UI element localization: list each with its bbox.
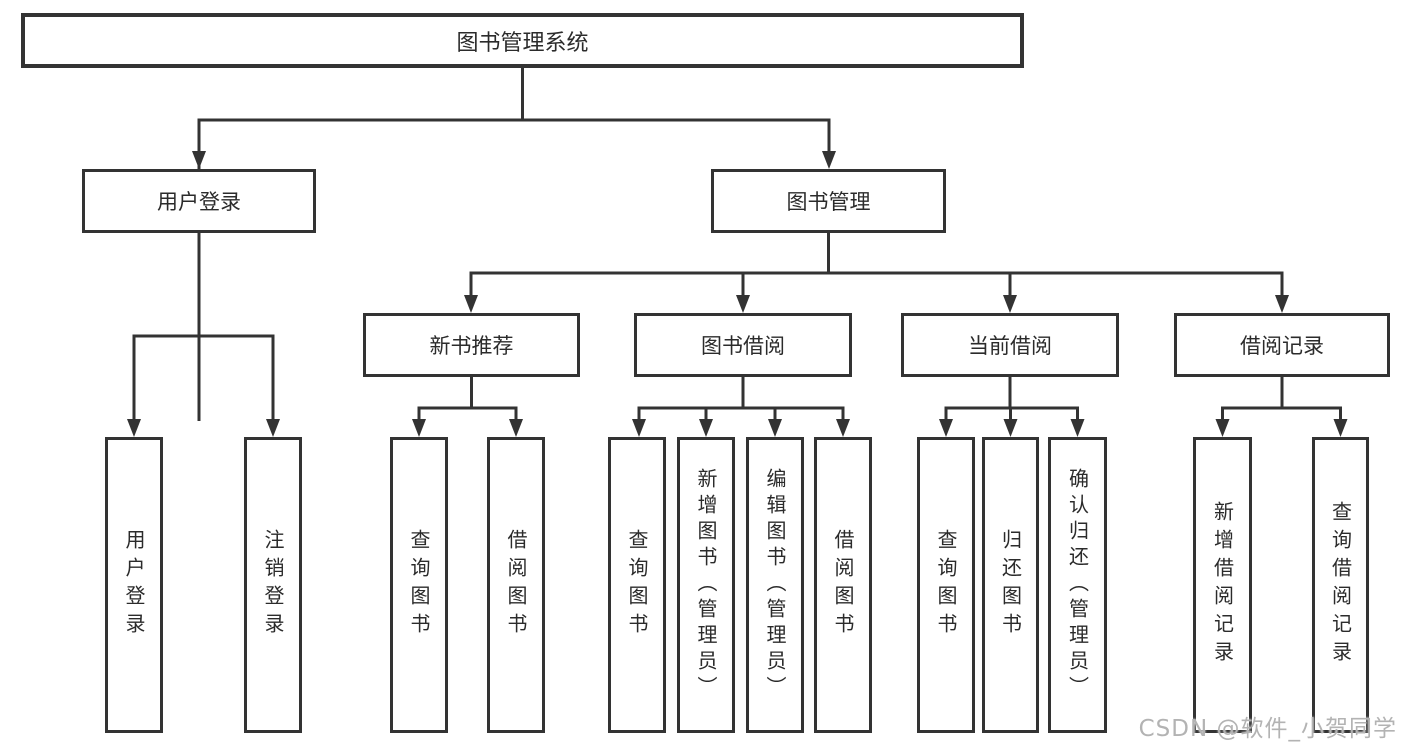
leaf-query-borrow-record: 查询借阅记录 (1312, 437, 1369, 733)
arrow-book-borrow-box (736, 295, 750, 313)
arrow-leaf-borrow2 (836, 419, 850, 437)
arrow-current-borrow-box (1003, 295, 1017, 313)
arrow-leaf-add-record (1215, 419, 1230, 437)
leaf-borrow-books-2: 借阅图书 (814, 437, 872, 733)
arrow-leaf-query1 (412, 419, 426, 437)
node-new-book-rec: 新书推荐 (363, 313, 580, 377)
leaf-confirm-return-admin-label: 确认归还（管理员） (1065, 468, 1090, 702)
arrow-leaf-return (1003, 419, 1018, 437)
node-current-borrow: 当前借阅 (901, 313, 1119, 377)
leaf-query-books-1: 查询图书 (390, 437, 448, 733)
node-root-label: 图书管理系统 (456, 30, 589, 56)
arrow-book-mgmt-box (822, 151, 836, 169)
node-book-borrow-label: 图书借阅 (701, 334, 785, 358)
leaf-query-books-3-label: 查询图书 (934, 529, 958, 641)
leaf-return-books-label: 归还图书 (998, 529, 1023, 641)
arrow-user-login-box (192, 151, 206, 169)
node-current-borrow-label: 当前借阅 (968, 334, 1052, 358)
arrow-leaf-edit-book (768, 419, 782, 437)
leaf-query-borrow-record-label: 查询借阅记录 (1328, 501, 1353, 669)
arrow-new-book-box (464, 295, 478, 313)
arrow-leaf-query2 (632, 419, 646, 437)
leaf-logout-label: 注销登录 (261, 529, 285, 641)
leaf-logout: 注销登录 (244, 437, 302, 733)
connector-user-login (132, 231, 275, 421)
arrow-borrow-record-box (1275, 295, 1289, 313)
node-root: 图书管理系统 (21, 13, 1024, 68)
arrow-leaf-query-record (1333, 419, 1348, 437)
leaf-edit-book-admin-label: 编辑图书（管理员） (763, 468, 787, 702)
leaf-query-books-2-label: 查询图书 (625, 529, 649, 641)
leaf-confirm-return-admin: 确认归还（管理员） (1048, 437, 1107, 733)
node-book-mgmt: 图书管理 (711, 169, 946, 233)
arrow-leaf-login (127, 419, 141, 437)
leaf-add-borrow-record-label: 新增借阅记录 (1210, 501, 1235, 669)
arrow-leaf-logout (266, 419, 280, 437)
connector-root-lvl2 (197, 66, 831, 152)
node-user-login-label: 用户登录 (157, 190, 241, 214)
csdn-watermark: CSDN @软件_小贺同学 (1138, 716, 1397, 742)
node-borrow-record: 借阅记录 (1174, 313, 1390, 377)
node-new-book-rec-label: 新书推荐 (429, 334, 514, 358)
leaf-borrow-books-2-label: 借阅图书 (831, 529, 855, 641)
leaf-add-book-admin-label: 新增图书（管理员） (694, 468, 718, 702)
node-user-login: 用户登录 (82, 169, 316, 233)
node-book-mgmt-label: 图书管理 (786, 190, 871, 214)
leaf-edit-book-admin: 编辑图书（管理员） (746, 437, 804, 733)
arrow-leaf-query3 (939, 419, 953, 437)
arrow-leaf-confirm-return (1070, 419, 1085, 437)
connector-new-book (417, 375, 518, 421)
leaf-user-login: 用户登录 (105, 437, 163, 733)
leaf-add-book-admin: 新增图书（管理员） (677, 437, 735, 733)
node-borrow-record-label: 借阅记录 (1240, 334, 1324, 358)
leaf-borrow-books-1: 借阅图书 (487, 437, 545, 733)
connector-current-borrow (944, 375, 1079, 421)
leaf-borrow-books-1-label: 借阅图书 (504, 529, 528, 641)
leaf-query-books-1-label: 查询图书 (407, 529, 431, 641)
connector-borrow-record (1221, 375, 1342, 421)
connector-book-borrow (637, 375, 845, 421)
connector-book-mgmt (469, 231, 1284, 297)
leaf-add-borrow-record: 新增借阅记录 (1193, 437, 1252, 733)
arrow-leaf-add-book (699, 419, 713, 437)
leaf-user-login-label: 用户登录 (122, 529, 146, 641)
arrow-leaf-borrow1 (509, 419, 523, 437)
node-book-borrow: 图书借阅 (634, 313, 852, 377)
leaf-query-books-3: 查询图书 (917, 437, 975, 733)
leaf-return-books: 归还图书 (982, 437, 1039, 733)
leaf-query-books-2: 查询图书 (608, 437, 666, 733)
arrowheads (127, 151, 1348, 437)
